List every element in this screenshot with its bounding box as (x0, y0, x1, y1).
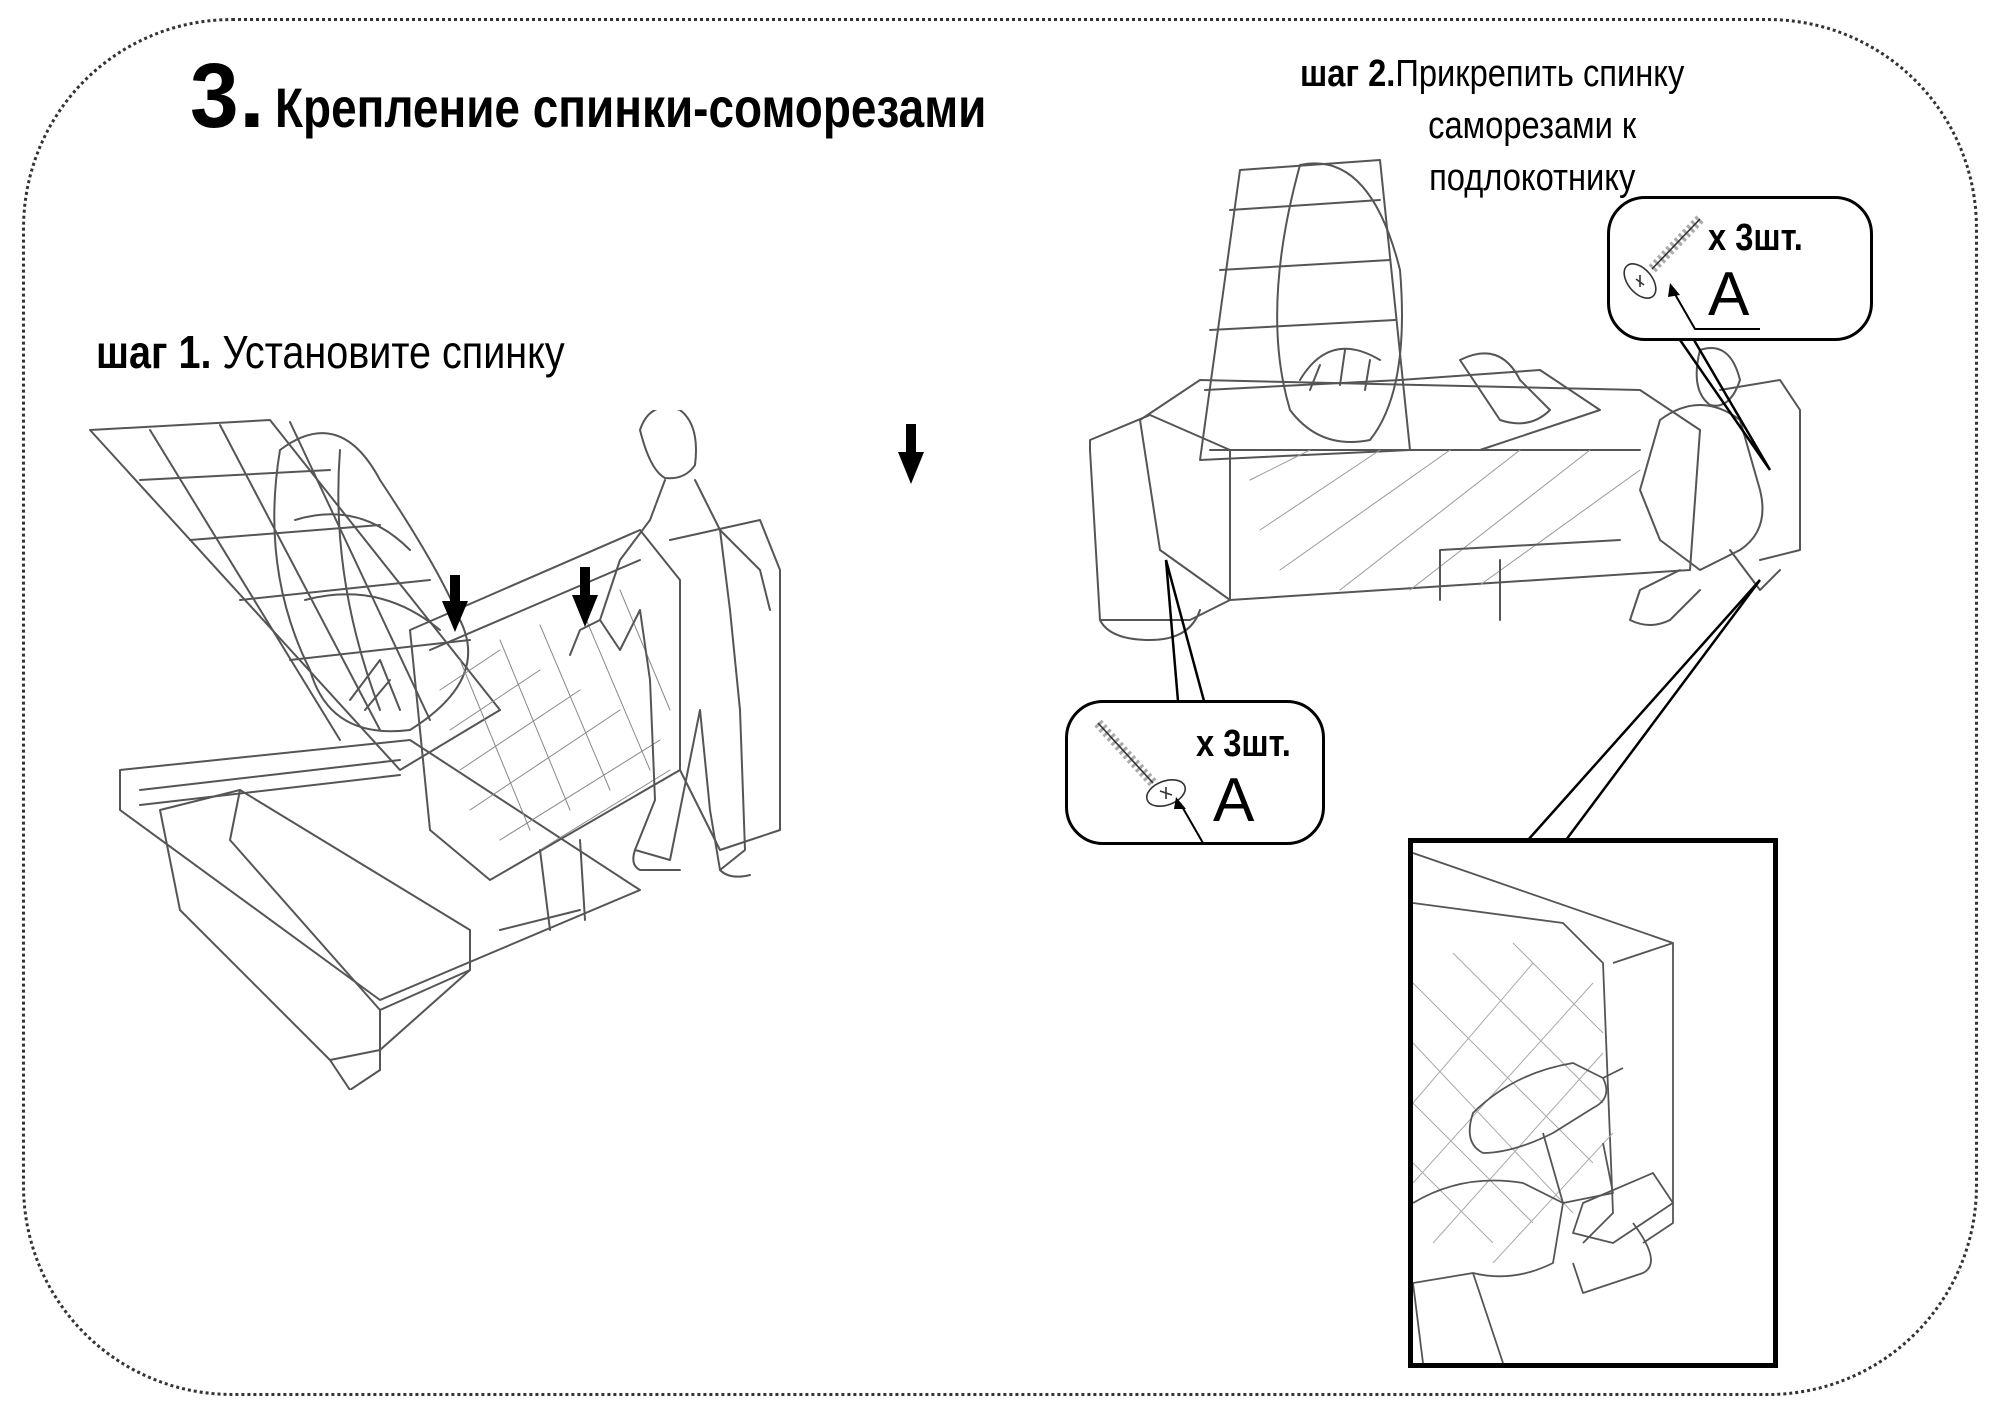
screw-callout-left: х 3шт. A (1065, 700, 1325, 845)
drill-detail-panel (1408, 838, 1778, 1368)
section-number: 3 (190, 45, 239, 147)
step1-text: Установите спинку (211, 326, 565, 378)
callout-right-quantity: х 3шт. (1708, 217, 1803, 259)
callout-left-part-letter: A (1213, 766, 1255, 835)
sofa-armrest-screwing-illustration (1089, 159, 1801, 641)
down-arrow-icon (572, 567, 598, 627)
screw-icon (1094, 719, 1268, 844)
screw-callout-right: х 3шт. A (1607, 196, 1873, 341)
down-arrow-icon (898, 424, 924, 484)
section-title: 3 . Крепление спинки-соморезами (190, 44, 1142, 149)
screw-icon (1623, 215, 1760, 330)
step2-line3: подлокотнику (1429, 157, 1636, 199)
drill-detail-illustration (1413, 852, 1674, 1363)
step2-line1: Прикрепить спинку (1395, 53, 1685, 95)
step2-line2: саморезами к (1428, 105, 1637, 147)
step1-heading: шаг 1. Установите спинку (96, 325, 565, 379)
step2-heading: шаг 2.Прикрепить спинку саморезами к под… (1300, 48, 1684, 204)
page-frame (22, 18, 1978, 1396)
callout-left-quantity: х 3шт. (1196, 723, 1291, 765)
step2-label: шаг 2. (1300, 53, 1396, 95)
section-number-dot: . (239, 45, 265, 147)
step2-line1-wrap: шаг 2.Прикрепить спинку (1300, 48, 1684, 100)
section-title-text: Крепление спинки-соморезами (274, 76, 987, 139)
callout-right-part-letter: A (1708, 260, 1750, 329)
sofa-backrest-install-illustration (89, 410, 781, 1090)
step1-label: шаг 1. (96, 326, 212, 378)
down-arrow-icon (442, 575, 468, 632)
